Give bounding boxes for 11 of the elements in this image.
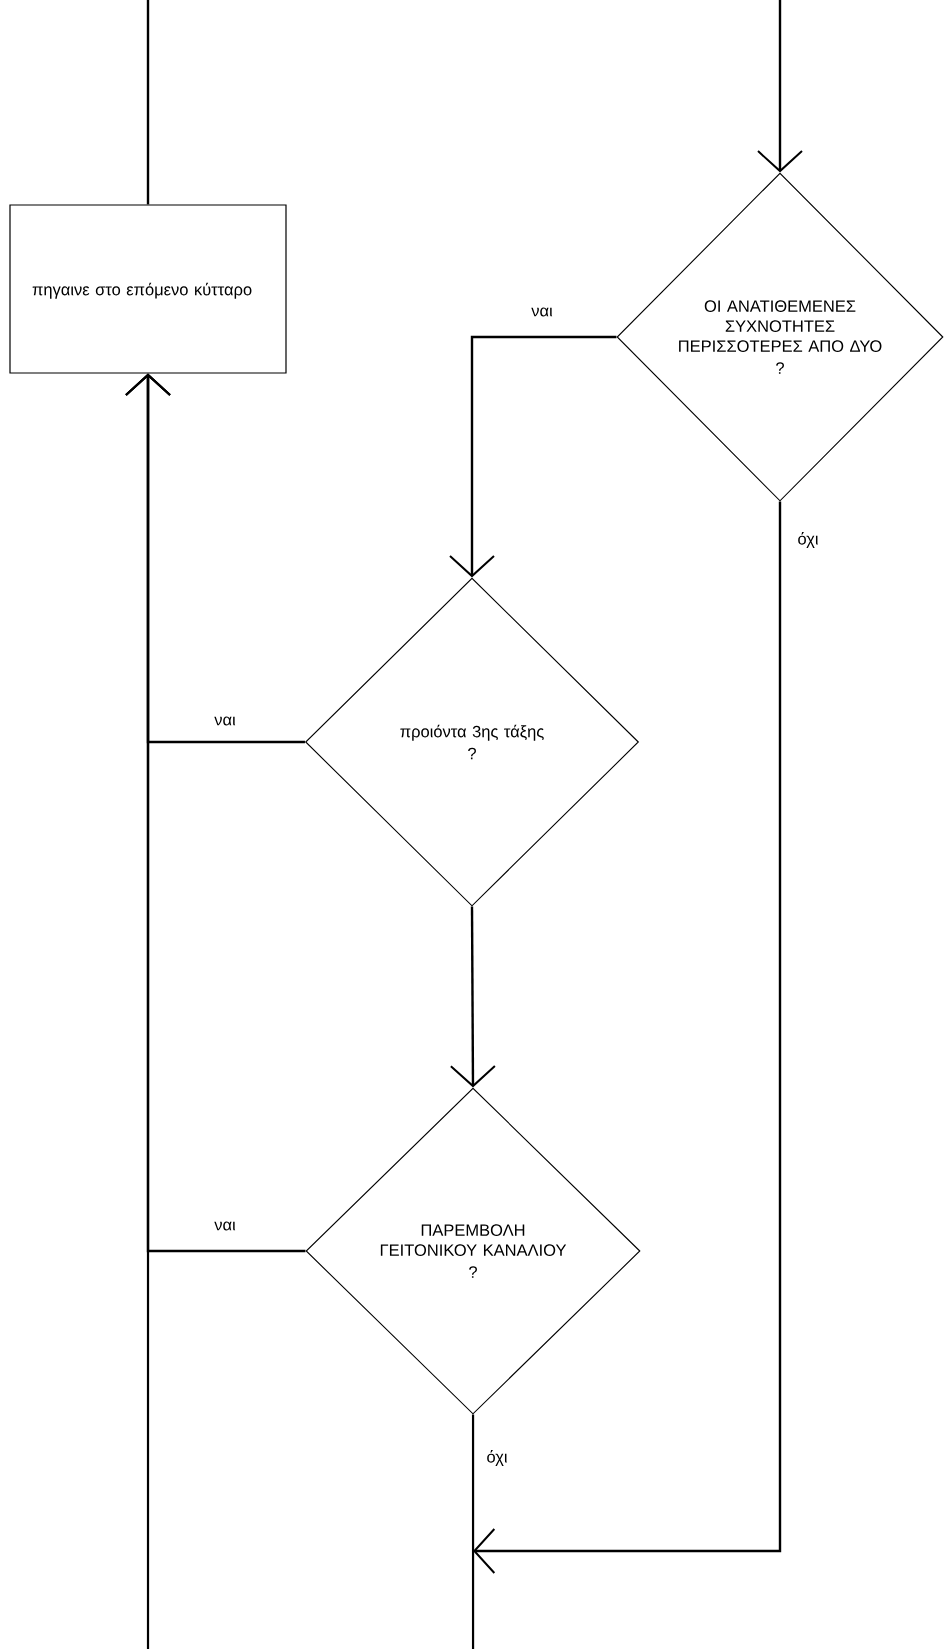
edge-label: ναι xyxy=(530,306,554,318)
edge-label: ναι xyxy=(213,715,237,727)
arrow xyxy=(757,0,803,173)
process-box: πηγαινε στο επόμενο κύτταρο xyxy=(9,204,287,374)
arrow xyxy=(473,501,782,1574)
edge-label: όχι xyxy=(796,531,820,549)
edge-label: ναι xyxy=(213,1220,237,1232)
arrow xyxy=(449,906,496,1088)
arrow xyxy=(449,335,617,578)
edge-label: όχι xyxy=(485,1449,509,1467)
arrow xyxy=(125,373,171,1649)
